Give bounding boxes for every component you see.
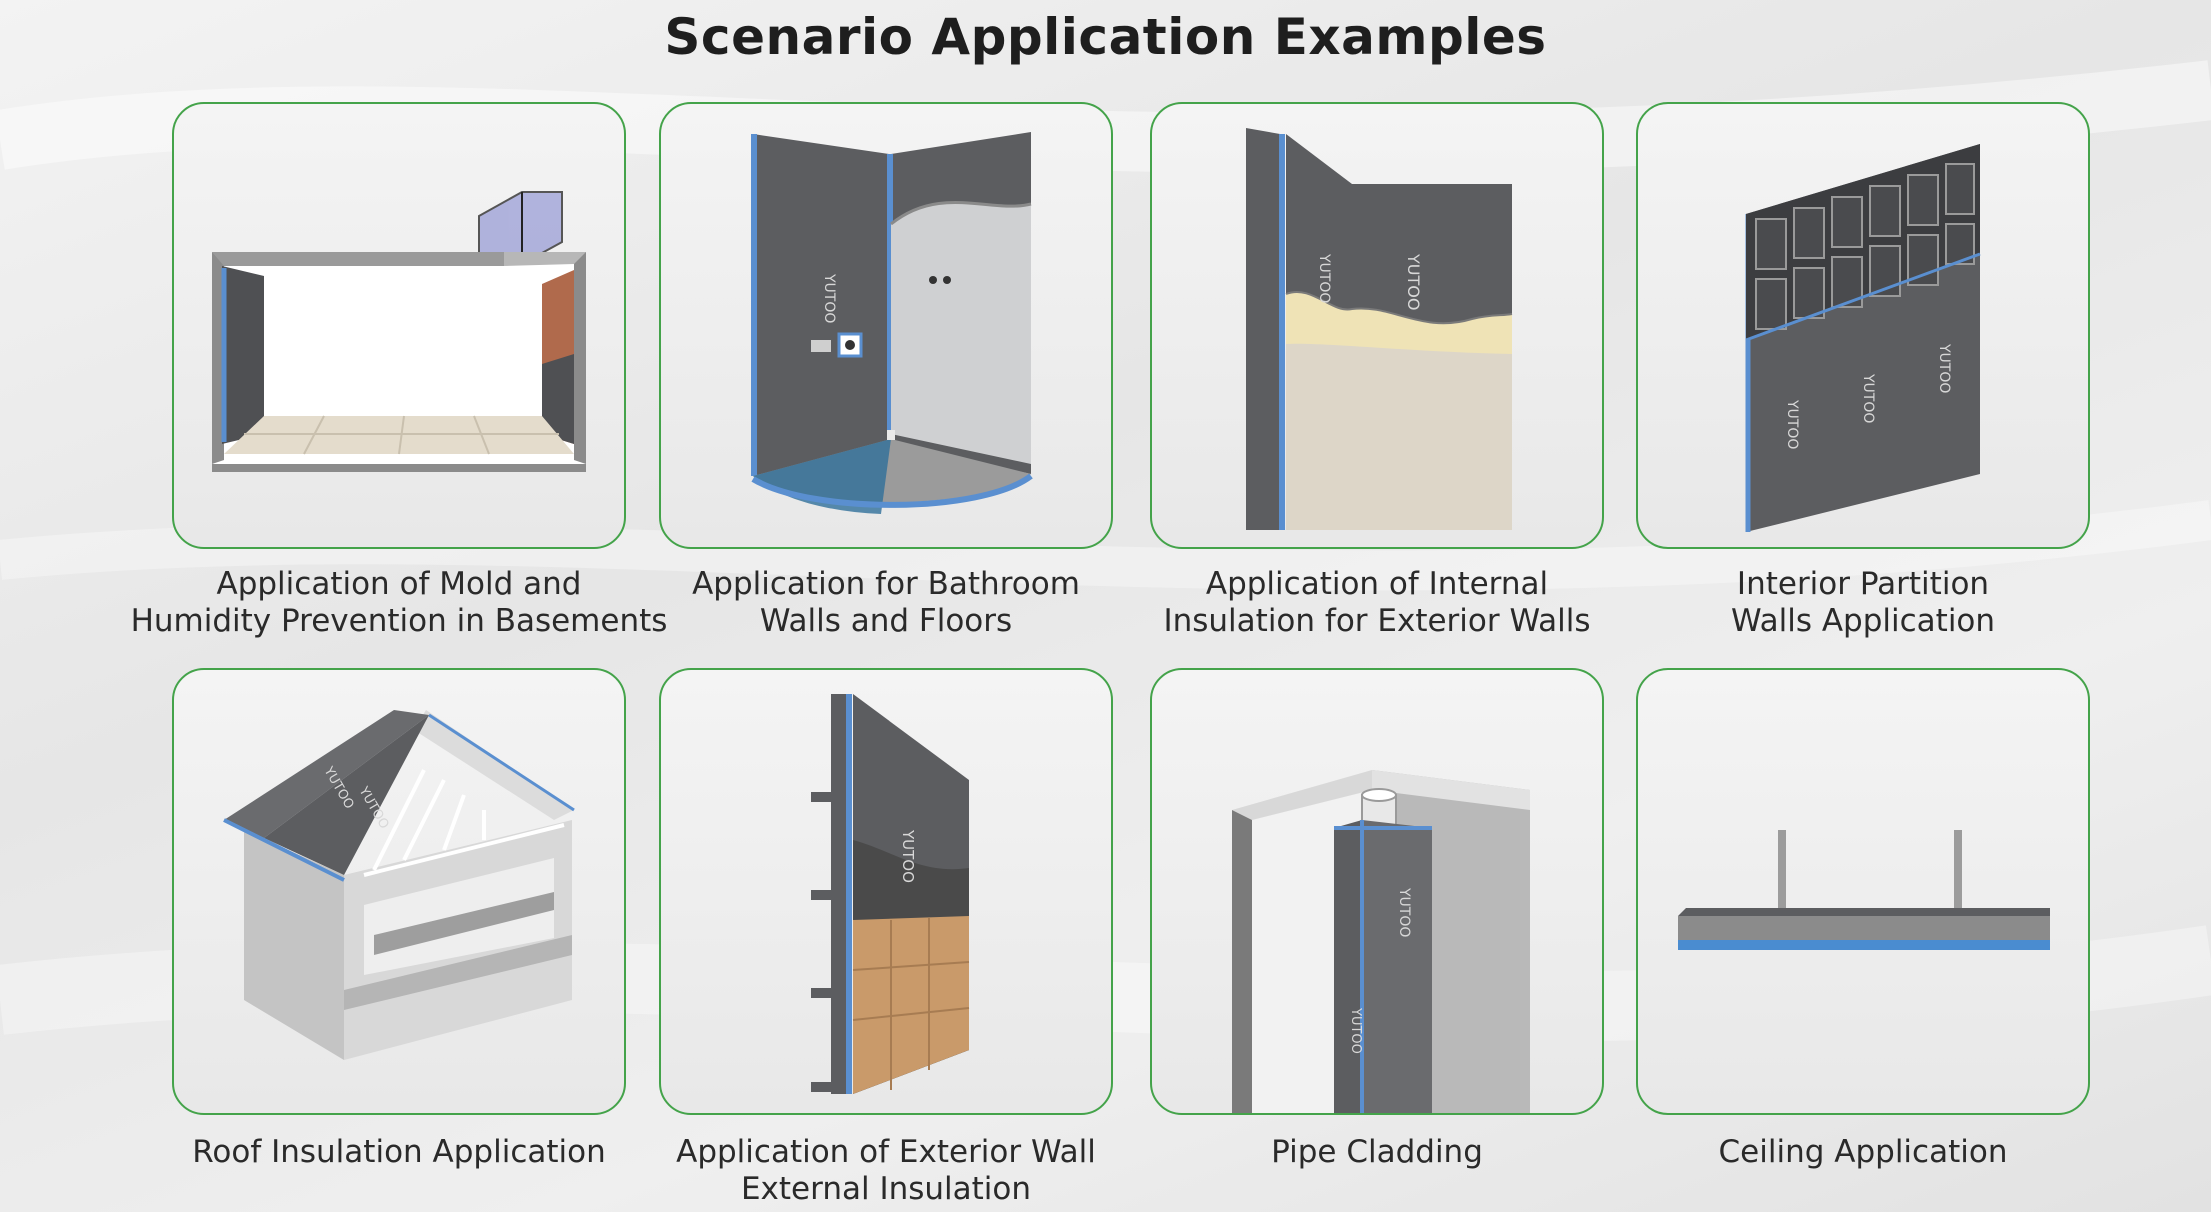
caption-line: Walls Application (1730, 603, 1996, 639)
caption-line: Pipe Cladding (1271, 1134, 1483, 1170)
internal-insulation-illustration: YUTOO YUTOO (1246, 128, 1513, 530)
caption-line: Application of Mold and (216, 566, 582, 602)
brand-mark: YUTOO (1404, 253, 1423, 310)
bathroom-illustration: YUTOO (751, 132, 1033, 514)
caption-pipe-cladding: Pipe Cladding (1107, 1134, 1647, 1171)
caption-line: Application of Exterior Wall (676, 1134, 1096, 1170)
caption-line: Roof Insulation Application (192, 1134, 606, 1170)
scenario-card-roof[interactable]: YUTOO YUTOO (172, 668, 626, 1115)
brand-mark: YUTOO (1936, 343, 1952, 393)
brand-mark: YUTOO (899, 829, 917, 883)
ceiling-illustration (1678, 830, 2050, 950)
scenario-card-pipe-cladding[interactable]: YUTOO YUTOO (1150, 668, 1604, 1115)
scenario-card-partition-walls[interactable]: YUTOO YUTOO YUTOO (1636, 102, 2090, 549)
caption-partition-walls: Interior Partition Walls Application (1593, 566, 2133, 640)
caption-line: Humidity Prevention in Basements (130, 603, 668, 639)
brand-mark: YUTOO (1316, 253, 1332, 303)
caption-line: Walls and Floors (759, 603, 1013, 639)
brand-mark: YUTOO (821, 273, 837, 323)
caption-line: Application for Bathroom (692, 566, 1080, 602)
scenario-card-ceiling[interactable] (1636, 668, 2090, 1115)
caption-line: External Insulation (740, 1171, 1032, 1207)
basement-illustration (212, 191, 586, 472)
caption-roof: Roof Insulation Application (129, 1134, 669, 1171)
caption-exterior-insulation: Application of Exterior Wall External In… (616, 1134, 1156, 1208)
roof-illustration: YUTOO YUTOO (223, 710, 575, 1060)
brand-mark: YUTOO (1784, 399, 1800, 449)
scenario-card-bathroom[interactable]: YUTOO (659, 102, 1113, 549)
brand-mark: YUTOO (1860, 373, 1876, 423)
scenario-card-basement[interactable] (172, 102, 626, 549)
caption-ceiling: Ceiling Application (1593, 1134, 2133, 1171)
exterior-insulation-illustration: YUTOO (811, 694, 970, 1094)
caption-internal-insulation: Application of Internal Insulation for E… (1107, 566, 1647, 640)
page-title: Scenario Application Examples (664, 8, 1547, 66)
caption-line: Insulation for Exterior Walls (1163, 603, 1591, 639)
brand-mark: YUTOO (1348, 1007, 1363, 1054)
scenario-card-exterior-insulation[interactable]: YUTOO (659, 668, 1113, 1115)
caption-line: Interior Partition (1736, 566, 1990, 602)
partition-walls-illustration: YUTOO YUTOO YUTOO (1745, 144, 1981, 532)
caption-line: Ceiling Application (1718, 1134, 2008, 1170)
caption-basement: Application of Mold and Humidity Prevent… (129, 566, 669, 640)
caption-bathroom: Application for Bathroom Walls and Floor… (616, 566, 1156, 640)
pipe-cladding-illustration: YUTOO YUTOO (1232, 770, 1530, 1113)
brand-mark: YUTOO (1396, 887, 1412, 937)
caption-line: Application of Internal (1205, 566, 1549, 602)
scenario-card-internal-insulation[interactable]: YUTOO YUTOO (1150, 102, 1604, 549)
